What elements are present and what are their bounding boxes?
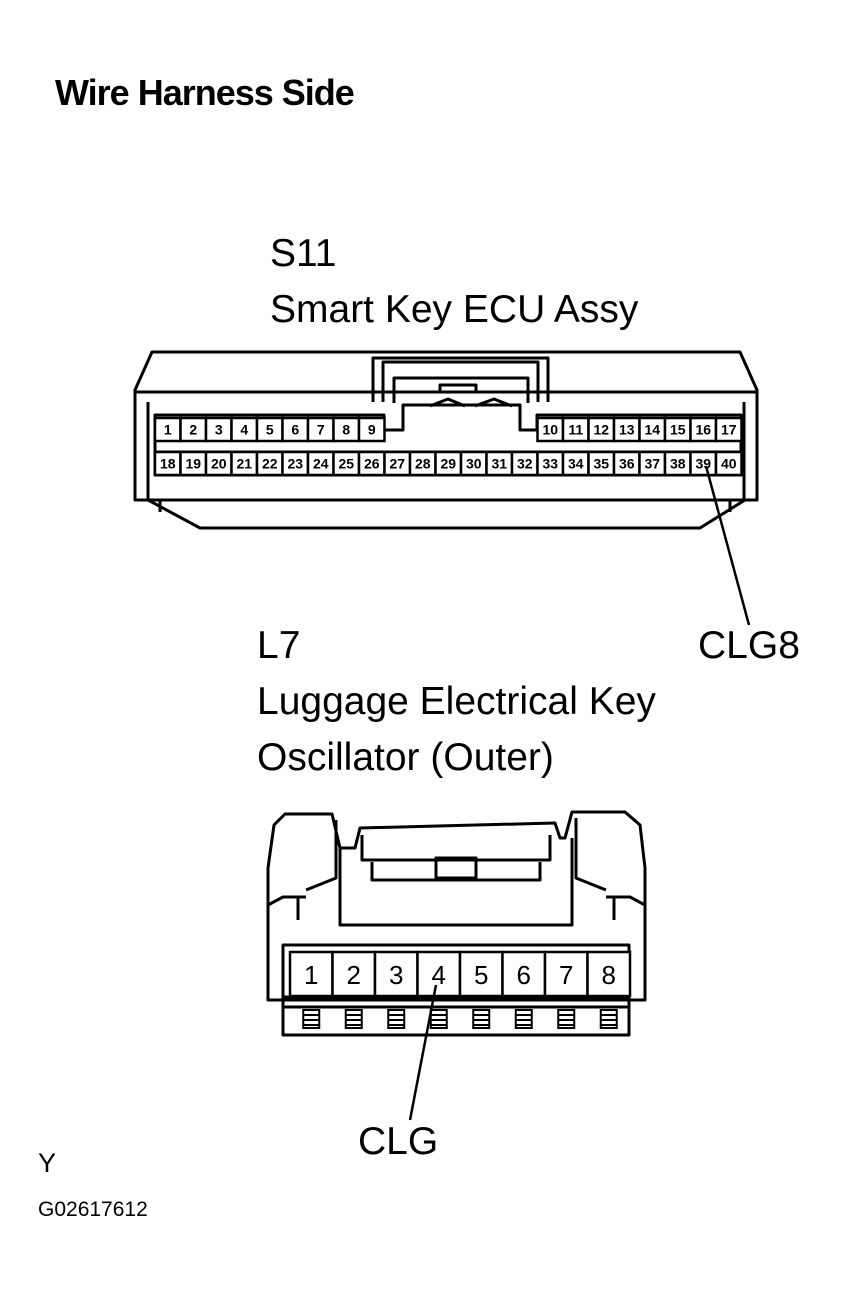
- s11-pin-12: 12: [593, 422, 609, 438]
- s11-pin-22: 22: [262, 456, 278, 472]
- s11-pin-14: 14: [644, 422, 660, 438]
- l7-pin-3-cell: [373, 950, 419, 998]
- s11-pin-4: 4: [240, 422, 248, 438]
- l7-pin-7-cell: [543, 950, 589, 998]
- s11-pin-18: 18: [160, 456, 176, 472]
- s11-pin-5: 5: [266, 422, 274, 438]
- l7-connector-name-line1: Luggage Electrical Key: [257, 680, 656, 723]
- s11-pin-7: 7: [317, 422, 325, 438]
- s11-pin-39: 39: [695, 456, 711, 472]
- s11-pin-19: 19: [185, 456, 201, 472]
- s11-pin-34: 34: [568, 456, 584, 472]
- l7-pin-2: 2: [347, 960, 361, 990]
- s11-pin-1: 1: [164, 422, 172, 438]
- s11-pin-35: 35: [593, 456, 609, 472]
- l7-pin-1: 1: [304, 960, 318, 990]
- s11-pin-10: 10: [542, 422, 558, 438]
- page-title: Wire Harness Side: [55, 72, 355, 113]
- l7-terminal-teeth: [302, 1009, 618, 1029]
- s11-pin-40-cell: [714, 450, 743, 477]
- l7-pin-3: 3: [389, 960, 403, 990]
- clg-leader-line: [408, 984, 438, 1121]
- s11-pin-9: 9: [368, 422, 376, 438]
- s11-pin-32: 32: [517, 456, 533, 472]
- s11-pin-11: 11: [568, 422, 583, 438]
- s11-pin-29: 29: [440, 456, 456, 472]
- l7-pin-4-cell: [416, 950, 462, 998]
- s11-pin-6: 6: [291, 422, 299, 438]
- l7-pin-1-cell: [288, 950, 334, 998]
- s11-pin-23: 23: [287, 456, 303, 472]
- clg8-leader-line: [704, 465, 751, 626]
- l7-pin-6: 6: [517, 960, 531, 990]
- l7-pin-8-cell: [586, 950, 632, 998]
- s11-pin-13: 13: [619, 422, 635, 438]
- s11-pin-16: 16: [695, 422, 711, 438]
- s11-pin-8: 8: [342, 422, 350, 438]
- s11-pin-15: 15: [670, 422, 686, 438]
- s11-pin-17-cell: [714, 416, 743, 443]
- l7-connector-name-line2: Oscillator (Outer): [257, 736, 554, 779]
- s11-pin-3: 3: [215, 422, 223, 438]
- s11-pin-25: 25: [338, 456, 354, 472]
- s11-pin-28: 28: [415, 456, 431, 472]
- s11-pin-26: 26: [364, 456, 380, 472]
- s11-pin-33: 33: [542, 456, 558, 472]
- s11-pin-21: 21: [236, 456, 252, 472]
- s11-pin-17: 17: [721, 422, 737, 438]
- l7-pin-5-cell: [458, 950, 504, 998]
- s11-pin-2: 2: [189, 422, 197, 438]
- l7-pin-7: 7: [559, 960, 573, 990]
- s11-pin-24: 24: [313, 456, 329, 472]
- s11-connector-name: Smart Key ECU Assy: [270, 288, 639, 331]
- s11-pin-30: 30: [466, 456, 482, 472]
- l7-pin-4: 4: [432, 960, 446, 990]
- s11-callout-clg8: CLG8: [698, 624, 800, 667]
- l7-pin-8: 8: [602, 960, 616, 990]
- l7-pin-5: 5: [474, 960, 488, 990]
- l7-pin-6-cell: [501, 950, 547, 998]
- s11-pin-36: 36: [619, 456, 635, 472]
- s11-connector-code: S11: [270, 232, 337, 275]
- s11-pin-40: 40: [721, 456, 737, 472]
- l7-pin-2-cell: [331, 950, 377, 998]
- figure-id: G02617612: [38, 1198, 148, 1221]
- footer-letter: Y: [38, 1148, 57, 1178]
- s11-pin-37: 37: [644, 456, 660, 472]
- s11-pin-27: 27: [389, 456, 405, 472]
- s11-pin-38: 38: [670, 456, 686, 472]
- l7-connector-housing: [266, 810, 647, 1037]
- s11-pin-20: 20: [211, 456, 227, 472]
- l7-connector-code: L7: [257, 624, 301, 667]
- s11-pin-31: 31: [491, 456, 507, 472]
- s11-pin-9-cell: [357, 416, 386, 443]
- l7-callout-clg: CLG: [358, 1120, 439, 1163]
